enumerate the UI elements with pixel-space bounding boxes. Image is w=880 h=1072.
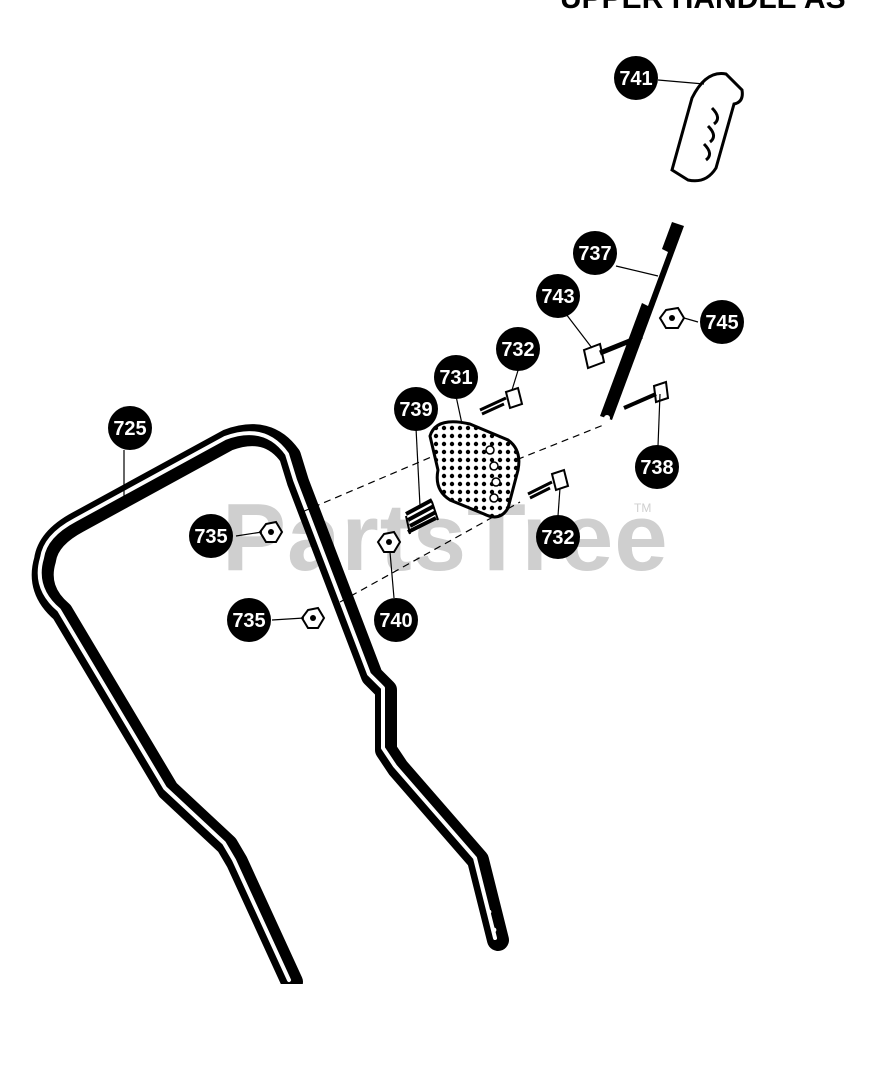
- bolt-732-upper: [479, 386, 524, 416]
- callout-725[interactable]: 725: [108, 406, 152, 450]
- grip-741: [670, 72, 744, 183]
- callout-745[interactable]: 745: [700, 300, 744, 344]
- callout-737-label: 737: [578, 243, 611, 265]
- bolt-732-lower: [527, 468, 570, 500]
- callout-737[interactable]: 737: [573, 231, 617, 275]
- adjust-bar-737: [600, 222, 684, 421]
- alignment-lines: [301, 423, 607, 603]
- watermark-brand: PartsTree: [222, 484, 669, 591]
- diagram-title: UPPER HANDLE AS: [560, 0, 846, 15]
- bolt-743: [582, 333, 643, 370]
- plate-731: [428, 420, 521, 519]
- callout-741[interactable]: 741: [614, 56, 658, 100]
- nut-745: [658, 306, 686, 329]
- callout-739-label: 739: [399, 399, 432, 421]
- callout-732-upper[interactable]: 732: [496, 327, 540, 371]
- leader-lines: [123, 79, 705, 621]
- watermark: PartsTree TM: [222, 484, 669, 591]
- callout-738[interactable]: 738: [635, 445, 679, 489]
- callout-731-label: 731: [439, 367, 472, 389]
- callout-731[interactable]: 731: [434, 355, 478, 399]
- callout-739[interactable]: 739: [394, 387, 438, 431]
- bolt-738: [623, 380, 670, 410]
- nut-740: [376, 530, 402, 553]
- callout-743[interactable]: 743: [536, 274, 580, 318]
- watermark-trademark: TM: [634, 501, 651, 515]
- callout-735-upper[interactable]: 735: [189, 514, 233, 558]
- callout-740-label: 740: [379, 610, 412, 632]
- callout-732-lower[interactable]: 732: [536, 515, 580, 559]
- spring-739: [405, 498, 439, 535]
- callout-741-label: 741: [619, 68, 652, 90]
- callout-735-lower-label: 735: [232, 610, 265, 632]
- callout-745-label: 745: [705, 312, 738, 334]
- callout-732-lower-label: 732: [541, 527, 574, 549]
- callout-735-lower[interactable]: 735: [227, 598, 271, 642]
- callout-743-label: 743: [541, 286, 574, 308]
- callout-735-upper-label: 735: [194, 526, 227, 548]
- callout-725-label: 725: [113, 418, 146, 440]
- callout-738-label: 738: [640, 457, 673, 479]
- callout-740[interactable]: 740: [374, 598, 418, 642]
- handle-725: [31, 424, 509, 1044]
- callout-732-upper-label: 732: [501, 339, 534, 361]
- nut-735-lower: [300, 606, 326, 629]
